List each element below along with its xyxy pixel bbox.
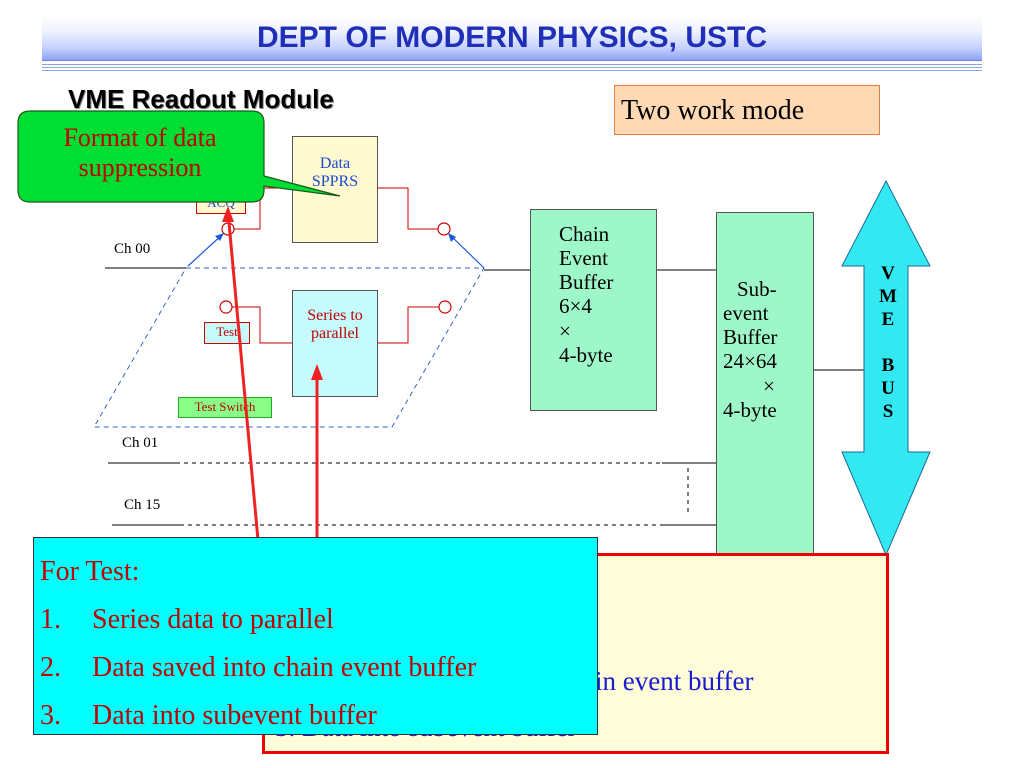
- block-label: event: [723, 301, 769, 326]
- block-label: 6×4: [559, 294, 592, 319]
- vme-letter: M: [879, 286, 897, 307]
- header-rule: [42, 70, 982, 71]
- block-label: 4-byte: [559, 342, 613, 367]
- block-label: Buffer: [723, 325, 778, 350]
- two-work-mode-label: Two work mode: [614, 85, 880, 135]
- callout-item: 1. Series data to parallel: [40, 596, 597, 644]
- header-rule: [42, 67, 982, 68]
- mode-panel-line: in event buffer: [595, 666, 754, 696]
- header-title: DEPT OF MODERN PHYSICS, USTC: [256, 21, 768, 54]
- header-rule: [42, 64, 982, 65]
- slide-title: VME Readout Module: [68, 84, 334, 114]
- chain-event-buffer-block: Chain Event Buffer 6×4 × 4-byte: [530, 209, 657, 411]
- format-suppression-callout: Format of data suppression: [63, 123, 217, 182]
- block-label: Series to: [307, 307, 363, 324]
- item-number: 1.: [40, 604, 61, 635]
- block-label: 4-byte: [723, 397, 777, 422]
- block-label: SPPRS: [311, 173, 359, 191]
- vme-letter: S: [882, 401, 894, 422]
- block-label: ×: [763, 373, 775, 398]
- header-bar: [42, 16, 982, 61]
- block-label: ×: [559, 318, 571, 343]
- item-number: 2.: [40, 652, 61, 683]
- test-mode-callout: For Test: 1. Series data to parallel 2. Da…: [33, 537, 598, 735]
- callout-item: 3. Data into subevent buffer: [40, 692, 597, 740]
- block-label: parallel: [311, 325, 359, 343]
- block-label: Buffer: [559, 270, 614, 295]
- vme-letter: E: [881, 309, 895, 330]
- channel-label-ch00: Ch 00: [114, 241, 151, 257]
- callout-item: 2. Data saved into chain event buffer: [40, 644, 597, 692]
- vme-letter: B: [881, 355, 895, 376]
- callout-heading: For Test:: [40, 556, 140, 587]
- item-text: Data into subevent buffer: [92, 700, 377, 731]
- item-number: 3.: [40, 700, 61, 731]
- item-text: Series data to parallel: [92, 604, 334, 635]
- block-label: 24×64: [723, 349, 777, 374]
- block-label: Chain: [559, 222, 610, 246]
- block-label: Data: [319, 155, 351, 172]
- vme-bus-label: V M E B U S: [868, 262, 908, 423]
- vme-letter: V: [881, 263, 895, 284]
- item-text: Data saved into chain event buffer: [92, 652, 477, 683]
- series-to-parallel-block: Series to parallel: [292, 290, 378, 397]
- vme-letter: U: [881, 378, 895, 399]
- channel-label-ch01: Ch 01: [122, 435, 159, 451]
- block-label: Sub-: [737, 277, 777, 301]
- channel-label-ch15: Ch 15: [124, 497, 161, 513]
- block-label: Event: [559, 246, 608, 271]
- test-switch-label: Test Switch: [178, 397, 272, 418]
